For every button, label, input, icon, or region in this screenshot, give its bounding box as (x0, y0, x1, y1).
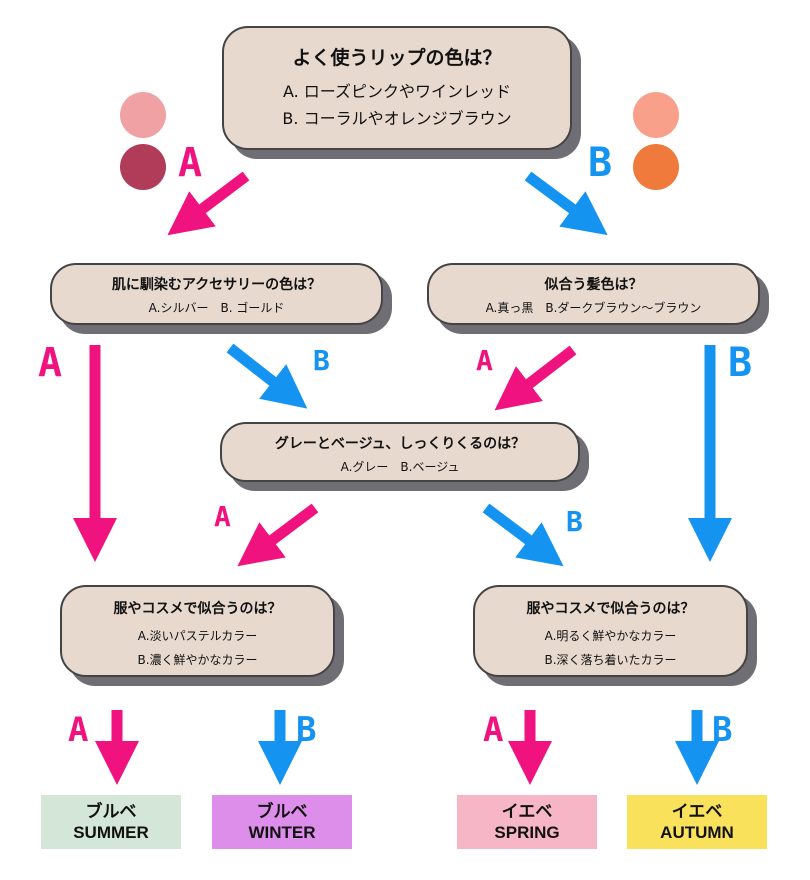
question-hair-color: 似合う髪色は？ A.真っ黒 B.ダークブラウン〜ブラウン (427, 263, 760, 325)
label-b: B (313, 344, 330, 377)
lip-swatch-rose (120, 92, 166, 138)
label-b: B (728, 340, 753, 386)
lip-swatch-wine (120, 144, 166, 190)
result-season: SUMMER (73, 823, 149, 842)
lip-swatch-orange (633, 144, 679, 190)
result-season: WINTER (248, 823, 316, 842)
question-title: 服やコスメで似合うのは？ (113, 601, 282, 617)
label-b: B (296, 710, 317, 750)
question-title: 似合う髪色は？ (544, 277, 643, 293)
option-a: A.明るく鮮やかなカラー (544, 629, 677, 643)
result-summer: ブルベ SUMMER (41, 795, 181, 849)
result-spring: イエベ SPRING (457, 795, 597, 849)
question-gray-beige: グレーとベージュ、しっくりくるのは？ A.グレー B.ベージュ (220, 422, 580, 482)
question-title: 肌に馴染むアクセサリーの色は？ (111, 277, 322, 293)
options: A.真っ黒 B.ダークブラウン〜ブラウン (485, 301, 702, 315)
arrow-q4-a (237, 503, 319, 567)
result-autumn: イエベ AUTUMN (627, 795, 767, 849)
option-b: B.濃く鮮やかなカラー (137, 653, 258, 667)
option-b: B. コーラルやオレンジブラウン (282, 109, 512, 128)
label-a: A (178, 140, 203, 186)
question-clothes-yellow: 服やコスメで似合うのは？ A.明るく鮮やかなカラー B.深く落ち着いたカラー (473, 585, 748, 677)
question-title: よく使うリップの色は？ (292, 47, 502, 69)
label-a: A (483, 710, 504, 750)
question-accessory-color: 肌に馴染むアクセサリーの色は？ A.シルバー B. ゴールド (50, 263, 383, 325)
arrow-q3-a (494, 345, 577, 411)
option-a: A.淡いパステルカラー (137, 629, 258, 643)
label-a: A (38, 340, 63, 386)
label-a: A (214, 500, 231, 533)
result-type: ブルベ (256, 802, 308, 821)
result-type: イエベ (671, 802, 723, 821)
label-b: B (712, 710, 733, 750)
result-season: AUTUMN (660, 823, 734, 842)
options: A.グレー B.ベージュ (340, 460, 460, 474)
question-lip-color: よく使うリップの色は？ A. ローズピンクやワインレッド B. コーラルやオレン… (222, 26, 572, 150)
result-type: ブルベ (85, 802, 137, 821)
label-a: A (68, 710, 89, 750)
label-a: A (476, 344, 493, 377)
question-title: 服やコスメで似合うのは？ (526, 601, 695, 617)
arrow-q2-b (226, 343, 308, 409)
result-winter: ブルベ WINTER (212, 795, 352, 849)
arrow-q4-b (482, 503, 564, 567)
arrow-q1-a (167, 171, 250, 236)
options: A.シルバー B. ゴールド (148, 301, 285, 315)
option-b: B.深く落ち着いたカラー (544, 653, 677, 667)
arrow-q1-b (524, 171, 608, 236)
lip-swatch-coral (633, 92, 679, 138)
option-a: A. ローズピンクやワインレッド (282, 82, 512, 101)
question-clothes-blue: 服やコスメで似合うのは？ A.淡いパステルカラー B.濃く鮮やかなカラー (60, 585, 335, 677)
question-title: グレーとベージュ、しっくりくるのは？ (274, 436, 526, 452)
label-b: B (588, 140, 613, 186)
result-type: イエベ (501, 802, 553, 821)
result-season: SPRING (494, 823, 560, 842)
label-b: B (566, 505, 583, 538)
